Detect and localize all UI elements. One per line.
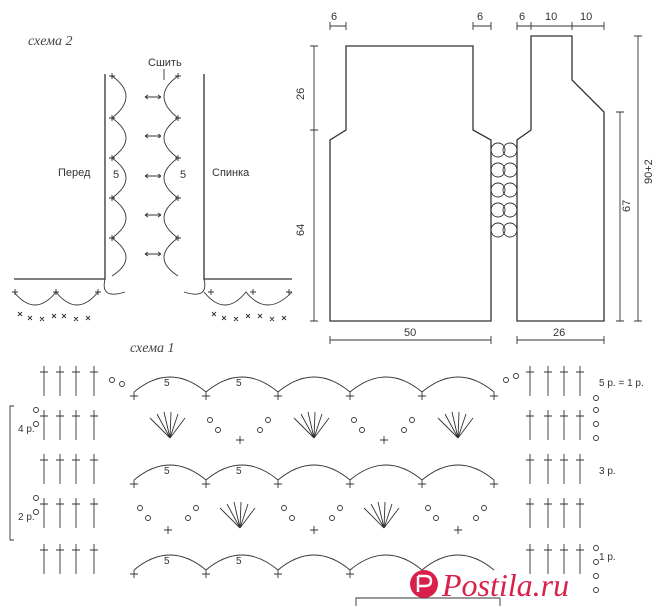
edge-stitches <box>109 73 181 241</box>
repeat-label-back: 5 <box>180 169 186 181</box>
front-piece <box>329 45 492 322</box>
watermark-logo-icon <box>410 570 438 598</box>
schema-1: схема 1 5 р. = 1 р. 3 р. 1 р. 4 р. 2 р. … <box>9 341 644 606</box>
schema-1-title: схема 1 <box>130 341 175 356</box>
dim-top-mid: 6 <box>477 11 483 23</box>
sew-arrows <box>144 94 162 257</box>
row-label-3: 3 р. <box>599 466 616 477</box>
chain-arcs <box>133 376 495 571</box>
row-bracket <box>9 405 14 541</box>
chain-dots <box>33 373 599 593</box>
watermark-text: Postila.ru <box>441 567 569 603</box>
dim-top-left: 6 <box>331 11 337 23</box>
dim-top-right-b: 10 <box>545 11 557 23</box>
arc-label: 5 <box>236 466 242 477</box>
dim-left-upper: 26 <box>295 88 307 100</box>
repeat-label-front: 5 <box>113 169 119 181</box>
arc-label: 5 <box>236 378 242 389</box>
row-label-1: 1 р. <box>599 552 616 563</box>
repeat-bracket <box>355 597 501 606</box>
back-label: Спинка <box>212 167 250 179</box>
pattern-pieces: 6 6 6 10 10 26 64 50 26 67 90+2 <box>295 11 655 344</box>
watermark: Postila.ru <box>410 567 569 603</box>
dim-bottom-front: 50 <box>404 327 416 339</box>
row-label-2: 2 р. <box>18 512 35 523</box>
row-label-4: 4 р. <box>18 424 35 435</box>
schema-2: схема 2 Сшить Перед Спинка 5 5 <box>12 34 293 322</box>
schema-2-title: схема 2 <box>28 34 73 49</box>
dim-bottom-back: 26 <box>553 327 565 339</box>
front-label: Перед <box>58 167 91 179</box>
single-crochet-marks <box>130 392 498 578</box>
dim-left-lower: 64 <box>295 224 307 236</box>
arc-label: 5 <box>164 378 170 389</box>
dim-right-outer: 90+2 <box>643 159 655 184</box>
joining-rings <box>490 142 518 238</box>
front-scallops <box>111 75 179 277</box>
sew-label: Сшить <box>148 57 182 69</box>
back-piece <box>516 35 605 322</box>
stitch-columns <box>40 366 584 574</box>
dim-top-right-c: 10 <box>580 11 592 23</box>
arc-label: 5 <box>164 556 170 567</box>
row-label-5: 5 р. = 1 р. <box>599 378 644 389</box>
bottom-scallops <box>12 278 293 306</box>
bottom-stitch-row <box>17 311 287 322</box>
dim-right-inner: 67 <box>621 200 633 212</box>
arc-label: 5 <box>164 466 170 477</box>
dim-top-right-a: 6 <box>519 11 525 23</box>
shell-fans <box>149 411 474 529</box>
arc-label: 5 <box>236 556 242 567</box>
dimension-lines <box>310 22 642 344</box>
